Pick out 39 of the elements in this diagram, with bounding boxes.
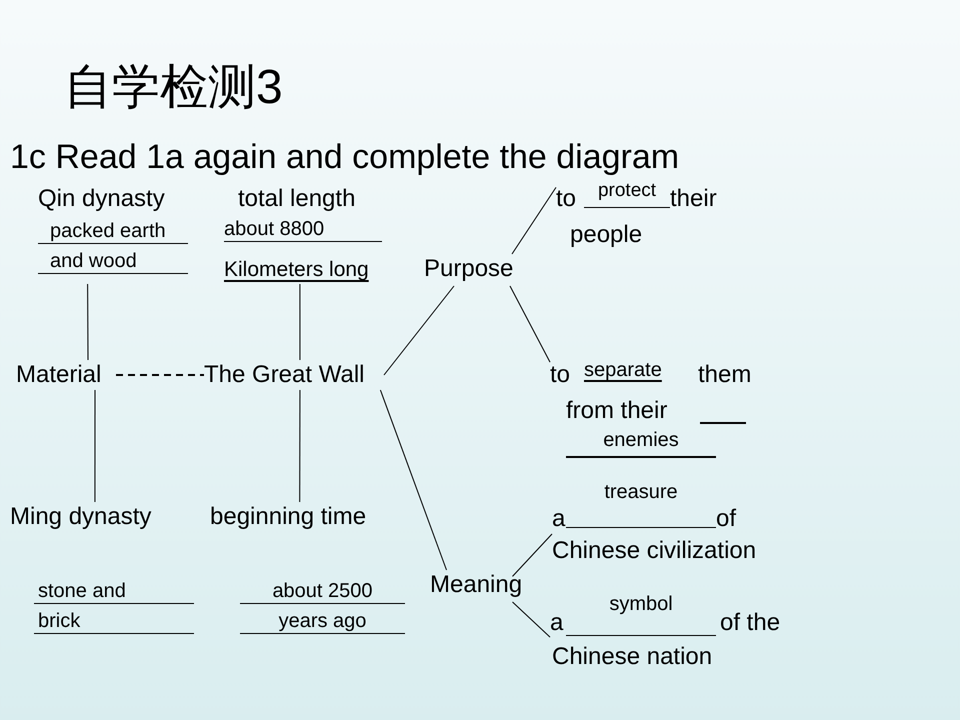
page-title: 自学检测3: [64, 60, 283, 116]
prompt-text: their: [670, 184, 717, 214]
connector-line: [384, 286, 454, 376]
answer-field: protect: [584, 180, 670, 208]
prompt-text: people: [570, 220, 642, 250]
prompt-text: a: [552, 504, 566, 534]
prompt-text: Chinese nation: [552, 642, 712, 672]
instruction-heading: 1c Read 1a again and complete the diagram: [10, 137, 680, 178]
connector-line: [510, 286, 550, 363]
connector-line: [380, 390, 447, 570]
connector-line: [299, 284, 300, 360]
connector-line: [94, 390, 96, 502]
connector-line: [299, 390, 300, 502]
prompt-text: of: [716, 504, 736, 534]
node-label: beginning time: [210, 502, 366, 532]
prompt-text: a: [550, 608, 564, 638]
prompt-text: of the: [720, 608, 780, 638]
answer-field: treasure: [566, 480, 716, 528]
prompt-text: Kilometers long: [224, 257, 369, 283]
prompt-text: them: [698, 360, 752, 390]
prompt-text: Chinese civilization: [552, 536, 756, 566]
dashed-connector: [116, 374, 204, 376]
node-label: The Great Wall: [204, 360, 364, 390]
answer-field: separate: [584, 358, 662, 382]
prompt-text: to: [550, 360, 570, 390]
node-label: Material: [16, 360, 102, 390]
answer-field: enemies: [566, 428, 716, 458]
node-label: Qin dynasty: [38, 184, 165, 214]
connector-line: [87, 284, 88, 360]
node-label: Meaning: [430, 570, 522, 600]
node-label: total length: [238, 184, 356, 214]
connector-line: [512, 186, 556, 254]
prompt-text: from their: [566, 396, 668, 426]
connector-line: [512, 534, 552, 577]
node-label: Ming dynasty: [10, 502, 152, 532]
answer-field: symbol: [566, 592, 716, 636]
prompt-text: to: [556, 184, 576, 214]
node-label: Purpose: [424, 254, 514, 284]
connector-line: [512, 602, 550, 638]
